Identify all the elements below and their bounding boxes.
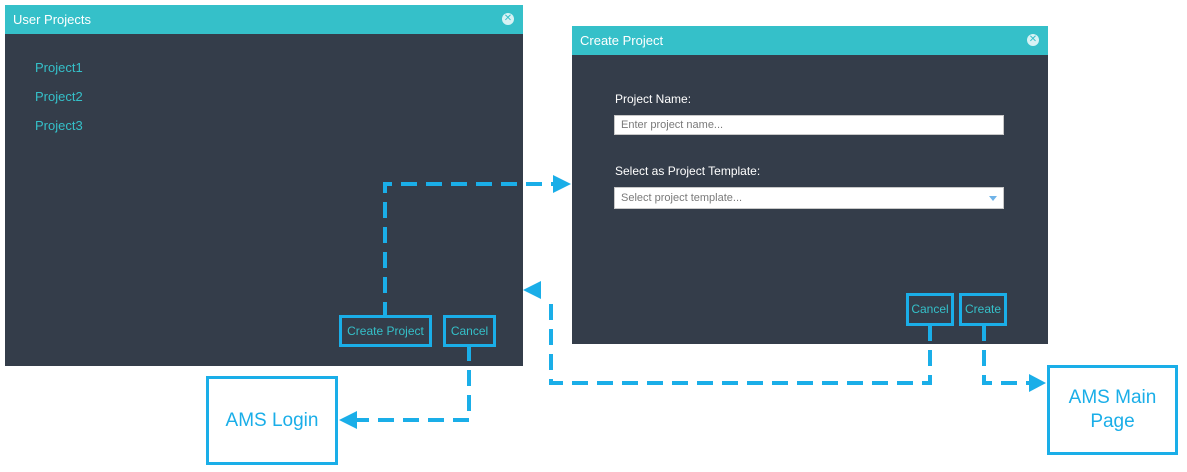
cancel-button[interactable]: Cancel [443, 315, 496, 347]
close-icon[interactable]: ✕ [1027, 34, 1039, 46]
arrowhead [553, 175, 571, 193]
project-template-label: Select as Project Template: [615, 164, 761, 178]
connector-cancel-login [356, 345, 471, 422]
connector-create-main [982, 325, 1030, 385]
arrowhead [339, 411, 357, 429]
project-item[interactable]: Project2 [35, 89, 83, 104]
project-template-placeholder: Select project template... [621, 192, 743, 204]
arrowhead [1029, 374, 1046, 392]
connector-create-project [383, 182, 553, 318]
create-project-dialog: Create Project ✕ Project Name: Select as… [572, 26, 1048, 344]
create-project-header: Create Project ✕ [572, 26, 1048, 55]
ams-main-page-label: AMS Main Page [1068, 387, 1157, 432]
ams-login-box: AMS Login [206, 376, 338, 465]
project-template-select[interactable]: Select project template... [614, 187, 1004, 209]
ams-main-page-box: AMS Main Page [1047, 365, 1178, 455]
create-project-title: Create Project [580, 33, 664, 48]
close-icon[interactable]: ✕ [502, 13, 514, 25]
project-name-label: Project Name: [615, 92, 692, 106]
project-name-input[interactable] [614, 115, 1004, 135]
project-item[interactable]: Project3 [35, 118, 83, 133]
user-projects-title: User Projects [13, 12, 92, 27]
project-item[interactable]: Project1 [35, 60, 83, 75]
user-projects-header: User Projects ✕ [5, 5, 523, 34]
chevron-down-icon [989, 196, 997, 201]
ams-login-label: AMS Login [225, 409, 319, 431]
connector-cancel-back [549, 304, 932, 385]
arrowhead [523, 281, 541, 299]
cancel-button[interactable]: Cancel [906, 293, 954, 326]
create-button[interactable]: Create [959, 293, 1007, 326]
create-project-button[interactable]: Create Project [339, 315, 432, 347]
